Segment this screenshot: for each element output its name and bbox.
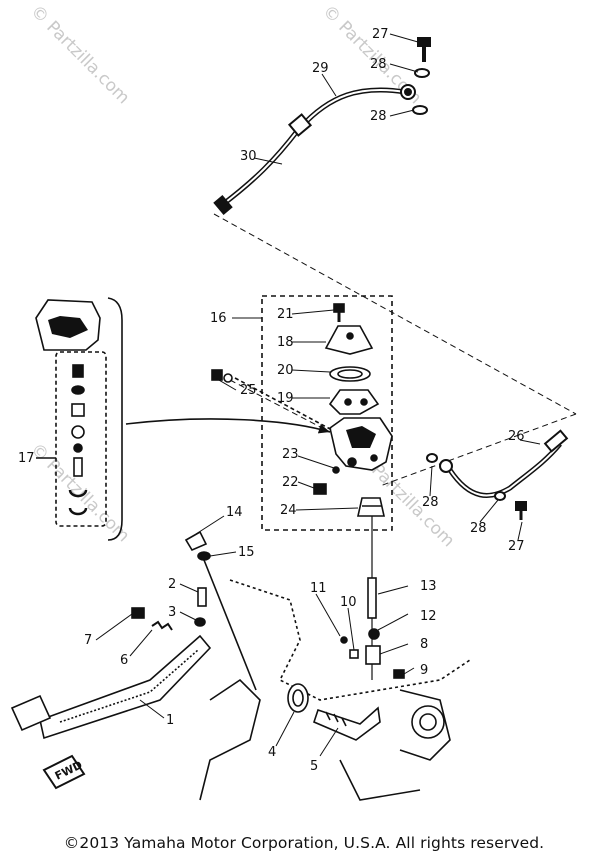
callout-9: 9 [420,663,428,678]
callout-labels: 27 28 28 29 30 16 21 18 20 19 25 23 22 2… [18,27,525,774]
watermark: © Partzilla.com [26,1,133,108]
callout-28: 28 [370,57,387,72]
inset-arrow [125,418,331,434]
callout-23: 23 [282,447,299,462]
callout-30: 30 [240,149,257,164]
callout-4: 4 [268,745,276,760]
callout-25: 25 [240,383,257,398]
watermark: © Partzilla.com [26,439,133,546]
callout-13: 13 [420,579,437,594]
callout-6: 6 [120,653,128,668]
copyright-notice: ©2013 Yamaha Motor Corporation, U.S.A. A… [63,834,545,852]
callout-20: 20 [277,363,294,378]
callout-11: 11 [310,581,327,596]
callout-18: 18 [277,335,294,350]
callout-27: 27 [372,27,389,42]
callout-29: 29 [312,61,329,76]
callout-24: 24 [280,503,297,518]
callout-17: 17 [18,451,35,466]
callout-28: 28 [422,495,439,510]
watermarks: © Partzilla.com © Partzilla.com © Partzi… [26,1,458,551]
callout-2: 2 [168,577,176,592]
callout-28: 28 [470,521,487,536]
brake-hose-lower [426,429,569,520]
callout-5: 5 [310,759,318,774]
callout-19: 19 [277,391,294,406]
callout-3: 3 [168,605,176,620]
callout-8: 8 [420,637,428,652]
callout-22: 22 [282,475,299,490]
callout-leaders [95,33,541,757]
callout-15: 15 [238,545,255,560]
callout-27: 27 [508,539,525,554]
brake-hose-upper [213,37,431,215]
push-rod-assembly [340,516,405,680]
callout-28: 28 [370,109,387,124]
callout-14: 14 [226,505,243,520]
inset-17 [35,297,123,541]
master-cylinder-group [211,295,393,531]
callout-7: 7 [84,633,92,648]
callout-16: 16 [210,311,227,326]
dashed-leaders [213,213,577,487]
callout-12: 12 [420,609,437,624]
brake-pedal [10,530,471,801]
callout-26: 26 [508,429,525,444]
callout-10: 10 [340,595,357,610]
callout-1: 1 [166,713,174,728]
callout-21: 21 [277,307,294,322]
